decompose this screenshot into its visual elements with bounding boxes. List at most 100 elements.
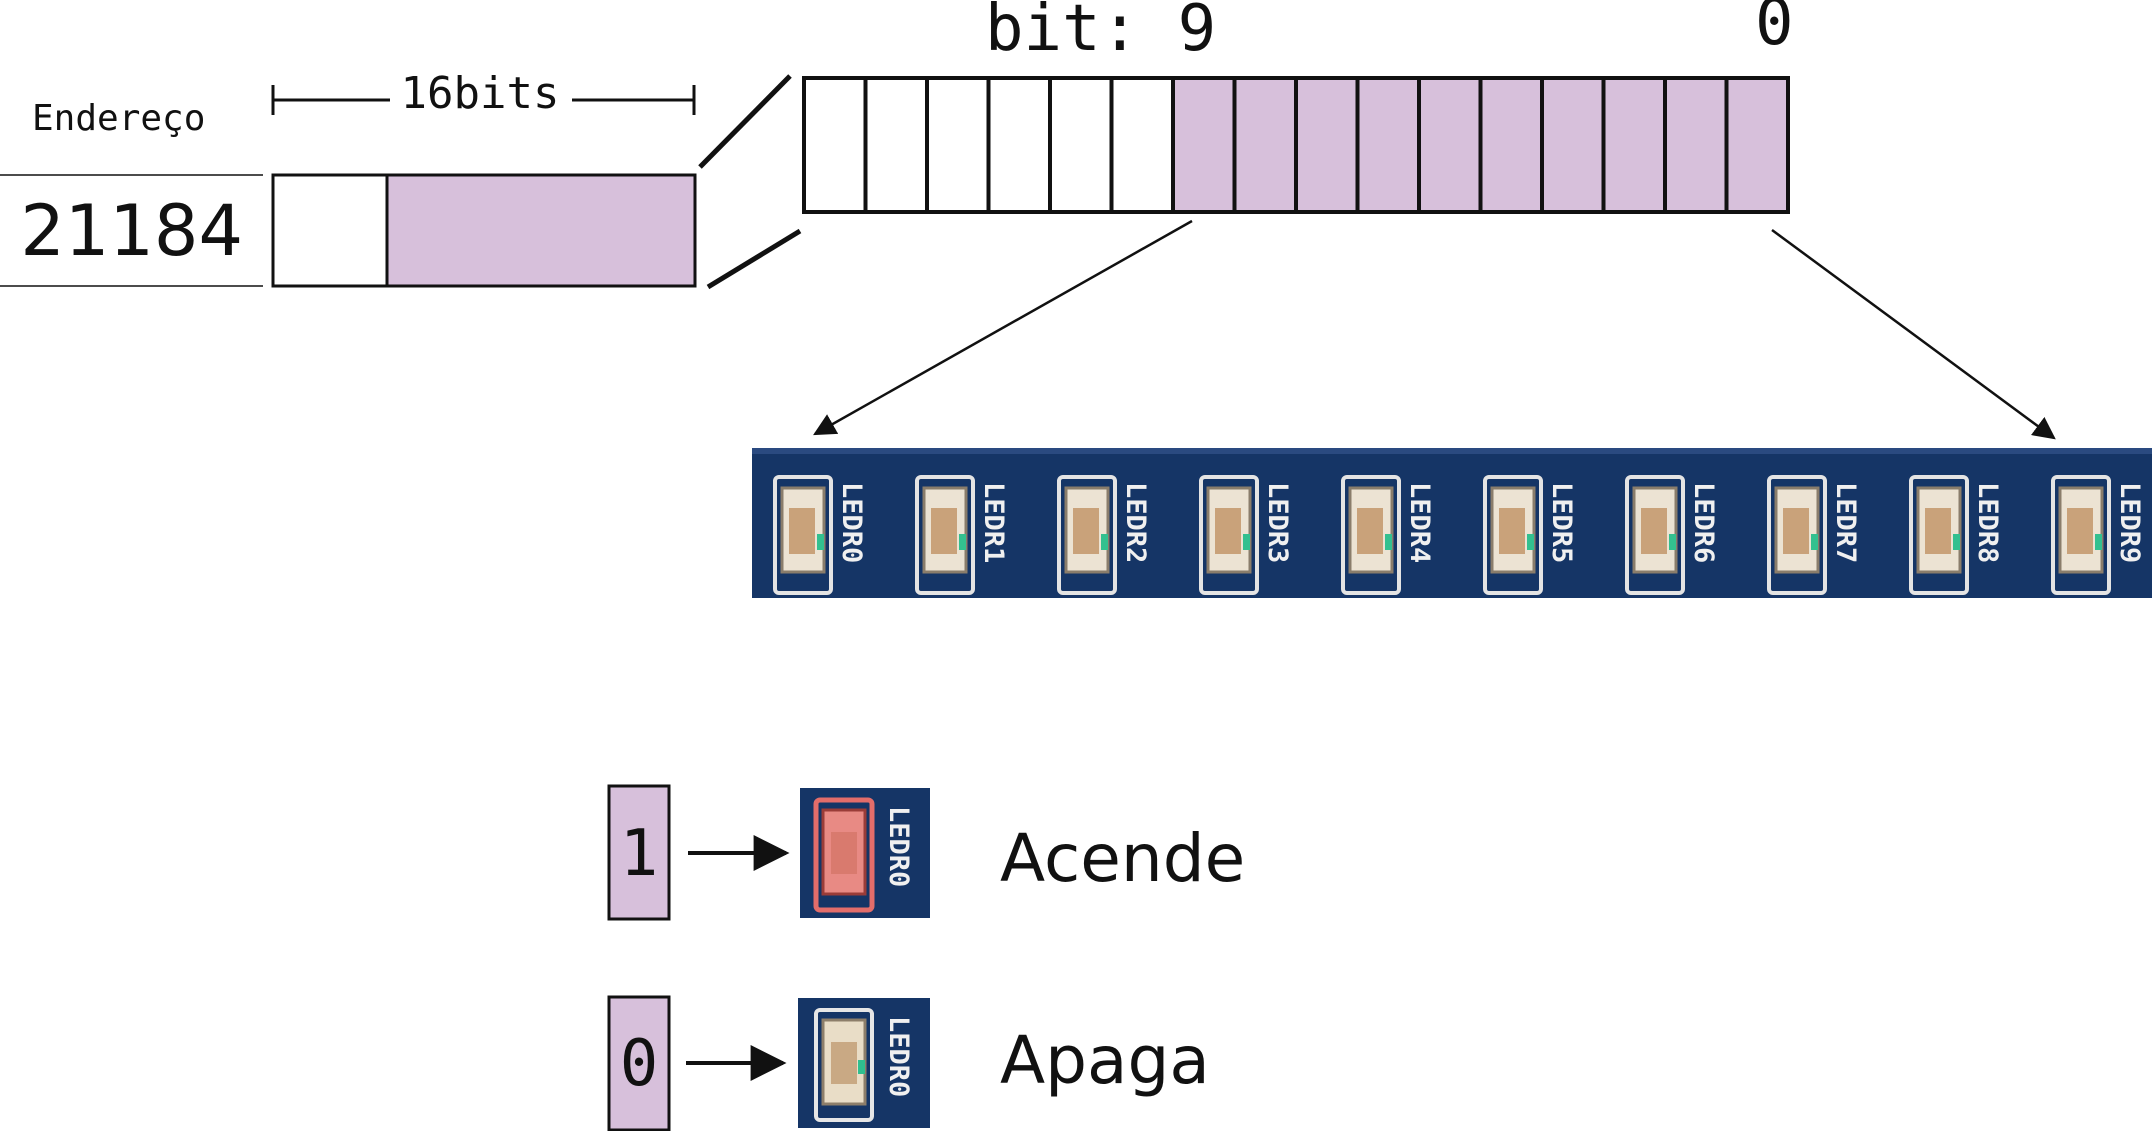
register-bit-cell [1355,76,1421,214]
led-item: LEDR7 [1767,475,1861,595]
led-pad [1073,508,1099,554]
led-item: LEDR2 [1057,475,1151,595]
led-item: LEDR6 [1625,475,1719,595]
led-off-pad [831,1042,857,1084]
led-items: LEDR0 LEDR1 LEDR2 LEDR3 LEDR4 LEDR5 LEDR6 LEDR7… [773,475,2145,595]
led-indicator [1669,534,1676,550]
led-silkscreen-label: LEDR8 [1972,482,2003,563]
led-on-frame [813,797,875,913]
led-strip: LEDR0 LEDR1 LEDR2 LEDR3 LEDR4 LEDR5 LEDR6 LEDR7… [752,448,2152,598]
led-frame [1483,475,1543,595]
led-pad [1357,508,1383,554]
led-silkscreen-label: LEDR3 [1262,482,1293,563]
led-indicator [959,534,966,550]
width-label: 16bits [401,68,560,119]
led-frame [1057,475,1117,595]
led-pad [1641,508,1667,554]
arrow-bit0-to-leds [1771,228,2056,440]
led-frame [1199,475,1259,595]
register-bit-cell [1232,76,1298,214]
led-pad [789,508,815,554]
register-bit-cell [1048,76,1114,214]
led-item: LEDR1 [915,475,1009,595]
led-on-photo: LEDR0 [800,788,930,918]
register-bit-cell [1540,76,1606,214]
register-bit-cell [1294,76,1360,214]
led-frame [1625,475,1685,595]
register-bit-cell [1171,76,1237,214]
led-silkscreen-label: LEDR4 [1404,482,1435,563]
led-item: LEDR4 [1341,475,1435,595]
led-silkscreen-label: LEDR5 [1546,482,1577,563]
led-indicator [817,534,824,550]
address-block: Endereço 21184 [0,98,263,287]
register-bit-cell [1109,76,1175,214]
legend-bit-value: 0 [620,1027,659,1101]
led-off-photo: LEDR0 [798,998,930,1128]
arrow-bit9-to-leds [813,219,1193,436]
led-off-indicator [858,1060,865,1074]
led-item: LEDR8 [1909,475,2003,595]
led-silkscreen-label: LEDR2 [1120,482,1151,563]
led-frame [1767,475,1827,595]
register-bit-cell [1478,76,1544,214]
address-value: 21184 [20,190,243,272]
led-item: LEDR0 [773,475,867,595]
register-cells [802,76,1790,214]
pcb-edge [752,448,2152,454]
led-off-frame [814,1008,874,1122]
led-indicator [1385,534,1392,550]
legend-bit-box [607,995,671,1131]
register-bit-cell [986,76,1052,214]
led-frame [915,475,975,595]
register-bit-cell [925,76,991,214]
led-frame [773,475,833,595]
legend-state-label: Acende [1000,820,1245,897]
word-upper-bits [271,173,389,288]
legend-bit-value: 1 [620,817,659,891]
led-silkscreen-label: LEDR7 [1830,482,1861,563]
led-silkscreen-label: LEDR6 [1688,482,1719,563]
led-silkscreen-label: LEDR9 [2114,482,2145,563]
led-indicator [1243,534,1250,550]
legend-bit-box [607,784,671,921]
led-frame [1909,475,1969,595]
led-on-pad [831,832,857,874]
bit-low-label: 0 [1755,0,1794,60]
led-item: LEDR5 [1483,475,1577,595]
led-indicator [1101,534,1108,550]
word-led-bits [385,173,697,288]
led-item: LEDR3 [1199,475,1293,595]
led-silkscreen-label: LEDR1 [978,482,1009,563]
memory-word [271,173,697,288]
led-pad [1499,508,1525,554]
led-silkscreen-label: LEDR0 [836,482,867,563]
led-indicator [1527,534,1534,550]
legend-state-label: Apaga [1000,1022,1210,1099]
legend-led-label: LEDR0 [883,806,914,887]
register-bit-cell [1724,76,1790,214]
led-item: LEDR9 [2051,475,2145,595]
zoom-line-top [698,74,792,169]
led-pad [1215,508,1241,554]
led-indicator [1953,534,1960,550]
address-label: Endereço [32,98,205,139]
register-bit-cell [1663,76,1729,214]
led-pad [1925,508,1951,554]
zoom-line-bottom [706,228,802,290]
legend-on-row: 1 LEDR0 Acende [607,784,1245,921]
led-pad [2067,508,2093,554]
led-frame [2051,475,2111,595]
legend-off-row: 0 LEDR0 Apaga [607,995,1210,1131]
register-bit-cell [1601,76,1667,214]
led-indicator [2095,534,2102,550]
width-dimension: 16bits [271,68,696,119]
led-pad [1783,508,1809,554]
legend-led-label: LEDR0 [883,1016,914,1097]
register-bit-cell [863,76,929,214]
led-indicator [1811,534,1818,550]
register-bit-cell [1417,76,1483,214]
led-frame [1341,475,1401,595]
bit-high-label: bit: 9 [985,0,1216,66]
